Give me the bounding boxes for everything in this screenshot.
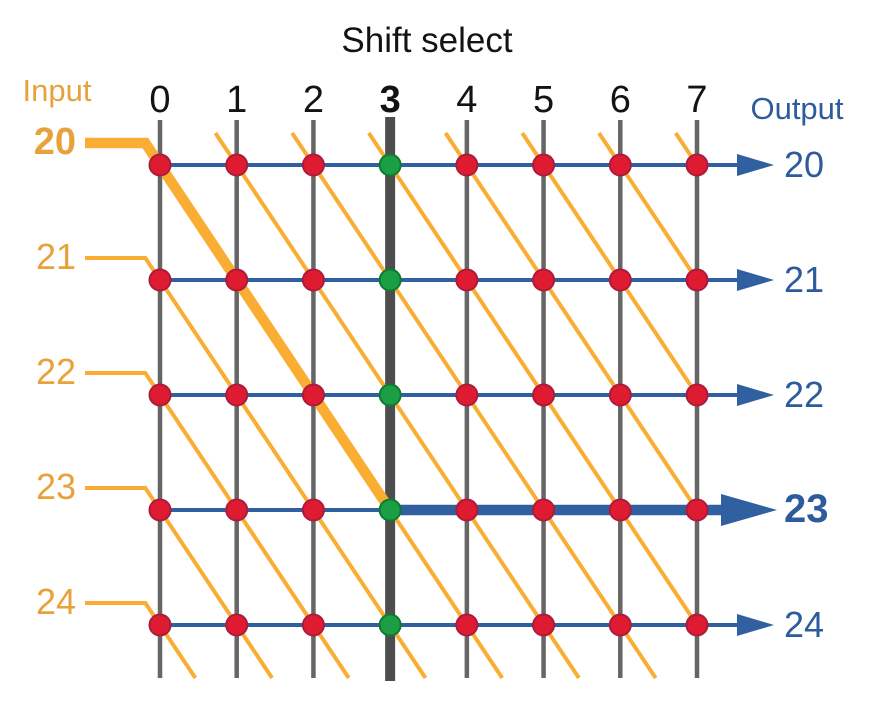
crosspoint-dot [148,498,172,522]
crosspoint-dot [301,268,325,292]
crosspoint-dot [685,383,709,407]
crosspoint-dot [148,383,172,407]
shift-value-label-0: 0 [149,79,170,121]
crosspoint-dot [455,498,479,522]
crosspoint-dot [301,498,325,522]
crosspoint-dot [685,498,709,522]
crosspoint-dot [608,613,632,637]
crosspoint-dot [301,613,325,637]
crosspoint-dot [532,383,556,407]
output-axis-label: Output [750,91,843,126]
crosspoint-dot [148,613,172,637]
crosspoint-dot [301,383,325,407]
crosspoint-dot [685,613,709,637]
shift-value-label-1: 1 [226,79,247,121]
crosspoint-dot [225,153,249,177]
crosspoint-dot [225,268,249,292]
crosspoint-dot [532,613,556,637]
input-diagonal-line [213,131,581,680]
crosspoint-dot-selected [378,498,402,522]
crosspoint-dot [608,498,632,522]
crosspoint-dots-layer [148,153,709,637]
input-diagonal-line [597,131,699,282]
crosspoint-dot [455,383,479,407]
shift-value-label-3: 3 [380,79,401,121]
output-arrow-20 [737,154,774,176]
crosspoint-dot [455,613,479,637]
output-value-label-23: 23 [784,487,829,531]
crosspoint-dot [532,268,556,292]
input-diagonal-line [85,371,351,680]
input-value-label-24: 24 [36,581,76,622]
crosspoint-dot [301,153,325,177]
crosspoint-dot [532,498,556,522]
output-value-label-24: 24 [784,604,824,645]
crosspoint-dot [608,383,632,407]
crosspoint-dot [532,153,556,177]
crosspoint-dot [685,268,709,292]
input-diagonal-line [290,131,658,680]
shift-value-label-7: 7 [686,79,707,121]
output-row-lines-layer [160,154,774,636]
shift-value-label-5: 5 [533,79,554,121]
crosspoint-dot [225,383,249,407]
diagram-title: Shift select [341,21,512,60]
active-path-layer [85,137,777,526]
crosspoint-dot [685,153,709,177]
input-diagonal-line [85,601,198,680]
input-value-label-20: 20 [34,121,76,163]
input-diagonal-line [367,131,699,627]
output-value-label-21: 21 [784,259,824,300]
crosspoint-dot [455,153,479,177]
shift-value-label-6: 6 [610,79,631,121]
input-diagonal-line [520,131,699,397]
crosspoint-dot-selected [378,153,402,177]
crosspoint-dot [148,268,172,292]
output-value-label-22: 22 [784,374,824,415]
shift-value-label-4: 4 [456,79,477,121]
crosspoint-dot [608,268,632,292]
crosspoint-dot [455,268,479,292]
shift-value-label-2: 2 [303,79,324,121]
input-diagonal-line [85,256,428,680]
crosspoint-dot-selected [378,383,402,407]
input-value-label-22: 22 [36,351,76,392]
crosspoint-dot-selected [378,613,402,637]
crosspoint-dot [608,153,632,177]
crosspoint-dot-selected [378,268,402,292]
crosspoint-dot [148,153,172,177]
input-value-label-21: 21 [36,236,76,277]
input-axis-label: Input [23,73,92,108]
output-value-label-20: 20 [784,144,824,185]
crosspoint-dot [225,498,249,522]
crosspoint-dot [225,613,249,637]
output-arrow-22 [737,384,774,406]
input-diagonal-line [443,131,699,512]
highlight-output-arrow [721,494,777,526]
input-diagonal-line [85,486,274,680]
output-arrow-21 [737,269,774,291]
output-arrow-24 [737,614,774,636]
input-value-label-23: 23 [36,466,76,507]
